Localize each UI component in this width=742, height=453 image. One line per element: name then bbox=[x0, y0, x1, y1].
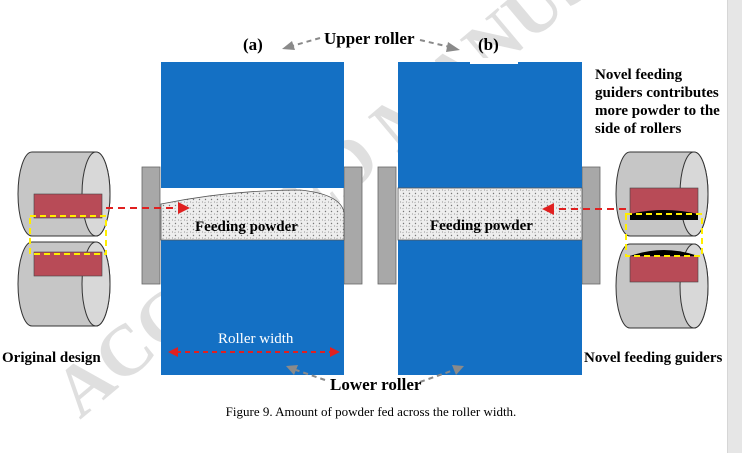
red-guide-block-bottom-left bbox=[33, 251, 103, 277]
feeding-powder-label-a: Feeding powder bbox=[195, 219, 298, 235]
note-line-4: side of rollers bbox=[595, 121, 682, 137]
guide-plate-a-left bbox=[141, 166, 161, 285]
guide-plate-b-left bbox=[377, 166, 397, 285]
novel-feeding-guiders-label: Novel feeding guiders bbox=[584, 350, 722, 366]
page-scrollbar[interactable] bbox=[727, 0, 742, 453]
powder-a bbox=[160, 189, 345, 241]
side-view-novel bbox=[615, 151, 709, 329]
powder-blob-bottom-right bbox=[630, 250, 698, 256]
arrow-lower-roller-left bbox=[286, 365, 326, 381]
arrow-right-to-b bbox=[542, 203, 626, 215]
lower-roller-a bbox=[161, 240, 344, 375]
panel-label-b: (b) bbox=[478, 35, 499, 54]
guide-plate-b-right bbox=[581, 166, 601, 285]
arrow-lower-roller-right bbox=[419, 365, 464, 383]
novel-guiders-note: Novel feeding guiders contributes more p… bbox=[595, 67, 720, 137]
feeding-powder-label-b: Feeding powder bbox=[430, 218, 533, 234]
powder-blob-top-right bbox=[630, 210, 698, 220]
side-view-original bbox=[17, 151, 111, 327]
lower-roller-label: Lower roller bbox=[330, 375, 422, 394]
powder-b bbox=[397, 187, 583, 241]
note-line-3: more powder to the bbox=[595, 103, 720, 119]
roller-width-label: Roller width bbox=[218, 331, 294, 347]
arrow-left-to-a bbox=[106, 202, 190, 214]
original-design-label: Original design bbox=[2, 350, 101, 366]
panel-b: Feeding powder bbox=[377, 58, 601, 375]
note-line-1: Novel feeding bbox=[595, 67, 683, 83]
panel-a: Feeding powder Roller width bbox=[141, 62, 363, 375]
lower-roller-b bbox=[398, 240, 582, 375]
upper-roller-b-notch bbox=[470, 58, 518, 64]
arrow-upper-roller-left bbox=[282, 37, 321, 50]
roller-width-arrow bbox=[168, 347, 340, 357]
note-line-2: guiders contributes bbox=[595, 85, 719, 101]
red-guide-block-top-right bbox=[629, 187, 699, 215]
red-guide-block-bottom-right bbox=[629, 255, 699, 283]
upper-roller-b bbox=[398, 62, 582, 188]
panel-label-a: (a) bbox=[243, 35, 263, 54]
red-guide-block-top-left bbox=[33, 193, 103, 219]
upper-roller-label: Upper roller bbox=[324, 29, 415, 48]
upper-roller-a bbox=[161, 62, 344, 188]
gap-outline-left bbox=[29, 215, 107, 255]
figure-caption: Figure 9. Amount of powder fed across th… bbox=[226, 404, 517, 419]
gap-outline-right bbox=[625, 213, 703, 257]
guide-plate-a-right bbox=[343, 166, 363, 285]
arrow-upper-roller-right bbox=[419, 39, 460, 52]
